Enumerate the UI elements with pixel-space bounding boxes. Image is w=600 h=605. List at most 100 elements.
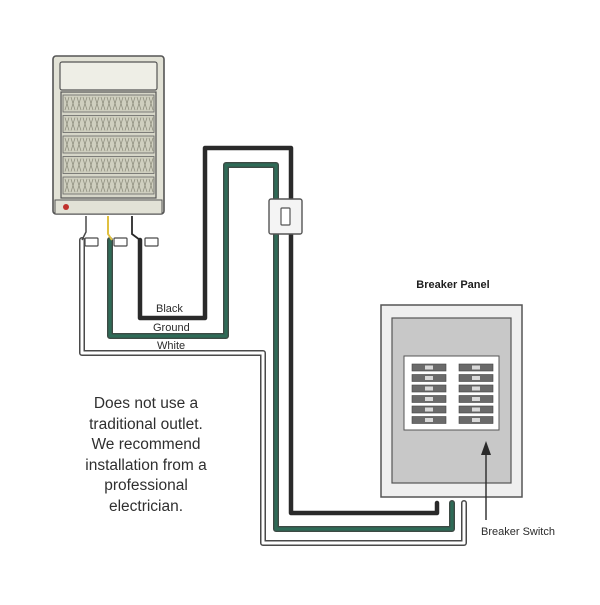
ground-wire-core	[108, 163, 454, 531]
grille-line	[100, 158, 106, 172]
breaker-switch-pointer	[481, 441, 491, 520]
grille-line	[70, 178, 76, 193]
grille-line	[118, 178, 124, 193]
breaker-toggle	[472, 386, 480, 391]
grille-line	[112, 137, 118, 152]
grille-line	[64, 96, 70, 111]
heater-top-panel	[59, 61, 158, 91]
grille-line	[76, 96, 82, 111]
note-line: We recommend	[91, 436, 201, 453]
grille-line	[64, 137, 70, 152]
grille-line	[136, 178, 142, 193]
breaker-toggle	[425, 397, 433, 401]
grille-line	[136, 96, 142, 111]
grille-line	[106, 117, 112, 131]
breaker-toggle	[472, 365, 480, 370]
grille-line	[136, 117, 142, 131]
breaker-toggle	[425, 376, 433, 380]
grille-row	[62, 135, 155, 154]
grille-line	[88, 117, 94, 131]
grille-line	[124, 96, 130, 111]
white-wire-core	[80, 238, 466, 545]
wall-switch	[268, 198, 303, 235]
grille-line	[70, 117, 76, 131]
grille-line	[100, 137, 106, 152]
grille-line	[88, 96, 94, 111]
lead-black	[131, 216, 141, 241]
grille-line	[136, 158, 142, 172]
breaker-toggle	[425, 386, 433, 391]
grille-line	[118, 96, 124, 111]
grille-line	[130, 96, 136, 111]
grille-line	[124, 137, 130, 152]
note-line: traditional outlet.	[89, 415, 203, 433]
grille-line	[70, 96, 76, 111]
note-line: electrician.	[108, 497, 184, 515]
grille-line	[124, 178, 130, 193]
wire-connectors	[84, 237, 159, 247]
breaker-toggle	[425, 407, 433, 412]
wires	[79, 145, 467, 546]
grille-line	[106, 178, 112, 193]
heater-leads	[81, 216, 141, 241]
breaker-toggle	[472, 407, 480, 412]
grille-line	[142, 137, 148, 152]
grille-line	[82, 137, 88, 152]
grille-line	[100, 178, 106, 193]
grille-line	[148, 178, 154, 193]
grille-line	[118, 137, 124, 152]
grille-line	[112, 158, 118, 172]
grille-line	[76, 178, 82, 193]
lead-yellow	[107, 216, 113, 241]
heater-bottom-band	[54, 199, 163, 215]
grille-line	[82, 178, 88, 193]
pilot-light-icon	[63, 204, 69, 210]
grille-line	[142, 158, 148, 172]
ground-wire	[107, 162, 455, 532]
grille-line	[64, 158, 70, 172]
grille-line	[112, 117, 118, 131]
grille-line	[94, 158, 100, 172]
grille-line	[94, 117, 100, 131]
grille-line	[88, 137, 94, 152]
lead-white	[81, 216, 87, 241]
grille-line	[130, 178, 136, 193]
grille-row	[62, 156, 155, 174]
grille-line	[76, 117, 82, 131]
grille-line	[82, 96, 88, 111]
breakers	[411, 363, 494, 424]
grille-line	[70, 158, 76, 172]
breaker-toggle	[472, 376, 480, 380]
grille-line	[112, 96, 118, 111]
grille-line	[130, 158, 136, 172]
breaker-toggle	[472, 397, 480, 401]
grille-line	[142, 117, 148, 131]
breaker-panel-title: Breaker Panel	[416, 279, 489, 291]
grille-line	[106, 96, 112, 111]
grille-line	[142, 178, 148, 193]
label-white: White	[157, 340, 185, 352]
heater-grille	[62, 94, 155, 195]
breaker-toggle	[425, 418, 433, 422]
note-line: Does not use a	[93, 395, 199, 412]
breaker-panel: Breaker Panel	[380, 279, 523, 498]
grille-line	[118, 158, 124, 172]
grille-row	[62, 115, 155, 133]
grille-row	[62, 94, 155, 113]
grille-line	[148, 137, 154, 152]
grille-line	[100, 96, 106, 111]
grille-line	[106, 158, 112, 172]
grille-line	[130, 137, 136, 152]
grille-line	[118, 117, 124, 131]
breaker-toggle	[425, 365, 433, 370]
grille-line	[76, 158, 82, 172]
installation-note: Does not use a traditional outlet. We re…	[66, 394, 226, 517]
grille-line	[142, 96, 148, 111]
grille-line	[94, 178, 100, 193]
grille-line	[64, 178, 70, 193]
grille-line	[148, 117, 154, 131]
grille-line	[136, 137, 142, 152]
grille-line	[94, 96, 100, 111]
grille-line	[82, 117, 88, 131]
